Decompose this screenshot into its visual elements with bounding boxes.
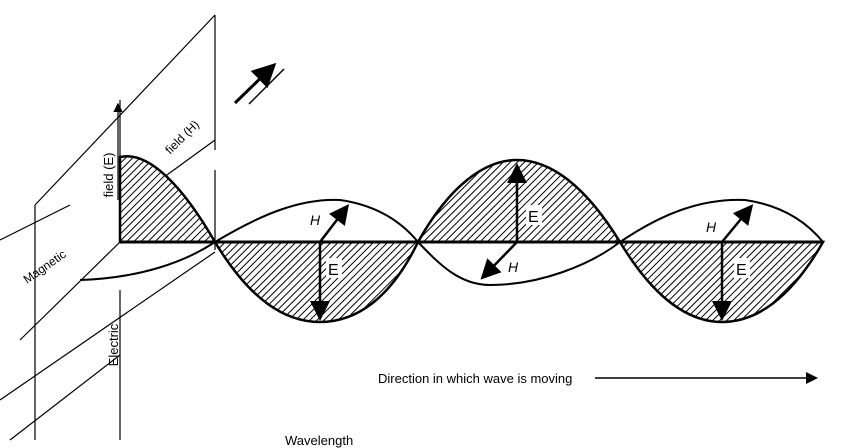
motion-arrow: [233, 62, 285, 105]
wavelength-label: Wavelength: [285, 433, 353, 448]
h-labels: H H H: [310, 212, 717, 275]
h-vectors: [319, 204, 754, 280]
magnetic-wave: [79, 198, 824, 287]
direction-label: Direction in which wave is moving: [378, 371, 572, 386]
h-label: H: [508, 259, 519, 275]
electric-field-label-1: Electric: [106, 323, 121, 366]
e-vectors: [310, 163, 732, 321]
e-label: E: [736, 262, 747, 279]
reference-planes: [0, 14, 216, 441]
e-label: E: [328, 262, 339, 279]
electric-field-label-2: field (E): [101, 153, 116, 198]
magnetic-field-label-1: Magnetic: [21, 247, 69, 286]
h-label: H: [706, 219, 717, 235]
e-labels: E E E: [326, 205, 750, 279]
h-label: H: [310, 212, 321, 228]
magnetic-field-label-2: field (H): [162, 117, 202, 157]
e-label: E: [528, 209, 539, 226]
electric-wave: [118, 154, 826, 324]
